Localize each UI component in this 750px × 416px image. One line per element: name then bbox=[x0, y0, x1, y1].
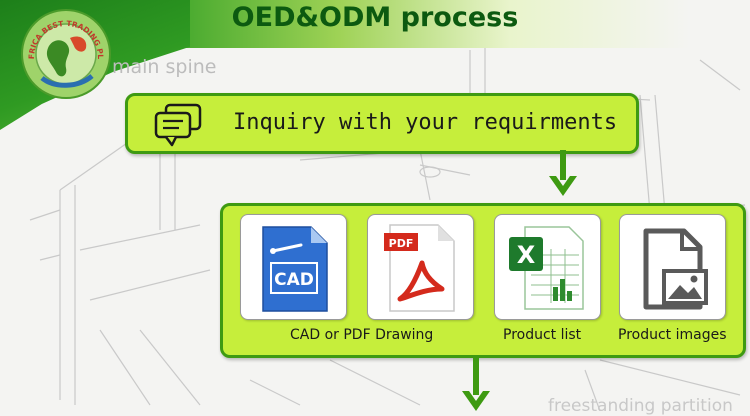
cad-pdf-label: CAD or PDF Drawing bbox=[290, 327, 434, 343]
chat-bubbles-icon bbox=[154, 103, 202, 147]
arrow-down-icon bbox=[462, 355, 490, 411]
freestanding-partition-label: freestanding partition bbox=[548, 396, 733, 416]
cad-tile: CAD bbox=[240, 214, 347, 320]
arrow-down-icon bbox=[549, 150, 577, 196]
pdf-file-icon: PDF bbox=[384, 224, 455, 312]
main-spine-label: main spine bbox=[112, 56, 217, 78]
cad-file-icon: CAD bbox=[262, 226, 328, 312]
inquiry-step-box: Inquiry with your requirments bbox=[125, 93, 639, 154]
inquiry-text: Inquiry with your requirments bbox=[233, 110, 618, 135]
svg-text:CAD: CAD bbox=[274, 270, 314, 290]
product-images-label: Product images bbox=[618, 327, 727, 343]
pdf-tile: PDF bbox=[367, 214, 474, 320]
excel-tile: X bbox=[494, 214, 601, 320]
product-list-label: Product list bbox=[503, 327, 582, 343]
image-file-icon bbox=[643, 228, 708, 310]
page-title: OED&ODM process bbox=[231, 2, 519, 33]
svg-text:X: X bbox=[517, 241, 536, 269]
svg-text:PDF: PDF bbox=[389, 237, 414, 250]
excel-file-icon: X bbox=[509, 226, 584, 310]
image-tile bbox=[619, 214, 726, 320]
logo-emblem: CHINA AFRICA BEST TRADING PLATFORM bbox=[20, 8, 111, 99]
documents-step-box: CAD PDF X bbox=[220, 203, 746, 358]
